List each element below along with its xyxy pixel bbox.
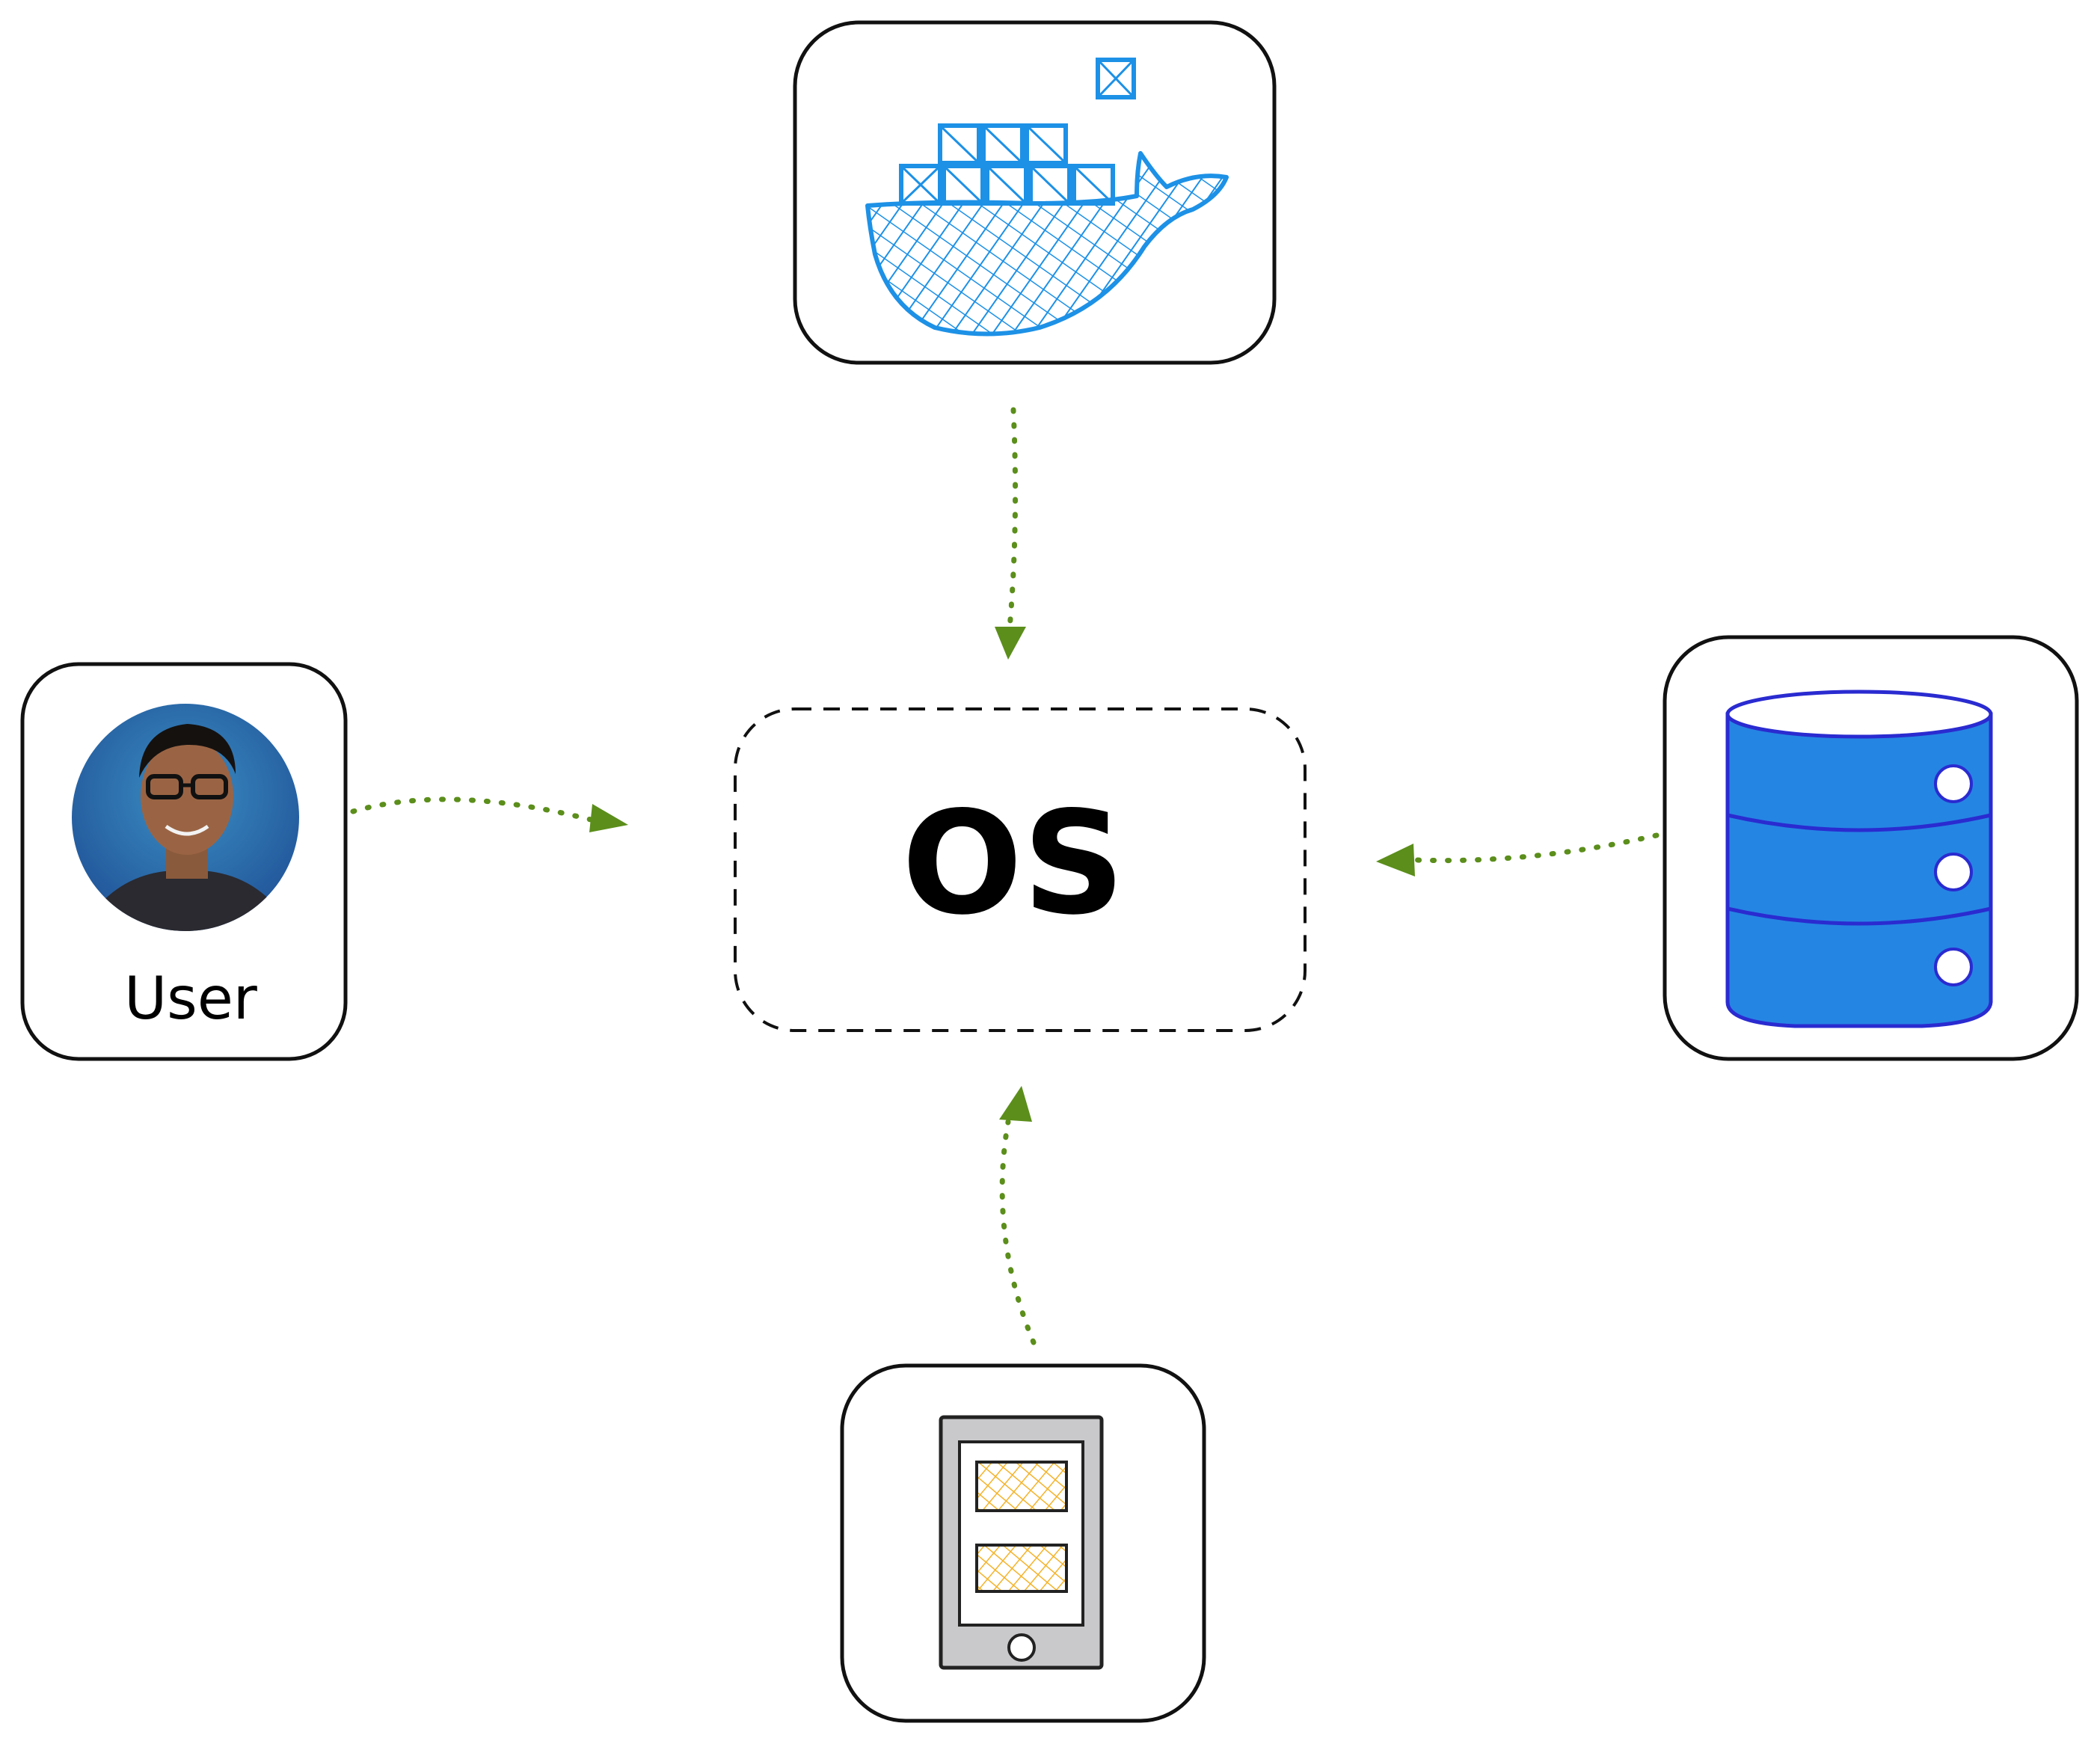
os-label: OS	[902, 781, 1125, 946]
database-server-icon	[1725, 690, 1993, 1028]
os-dashed-frame	[734, 707, 1307, 1032]
tablet-device-icon	[939, 1415, 1104, 1670]
edge-docker-to-os	[995, 407, 1026, 660]
edge-user-to-os	[350, 796, 628, 832]
os-node: OS	[734, 707, 1307, 1032]
user-node: User	[20, 662, 348, 1061]
docker-node	[793, 20, 1277, 365]
user-label: User	[124, 965, 258, 1033]
edge-device-to-os	[999, 1086, 1037, 1345]
edge-database-to-os	[1376, 832, 1660, 876]
device-node	[840, 1363, 1206, 1723]
docker-whale-icon	[865, 58, 1229, 337]
database-node	[1662, 635, 2079, 1061]
